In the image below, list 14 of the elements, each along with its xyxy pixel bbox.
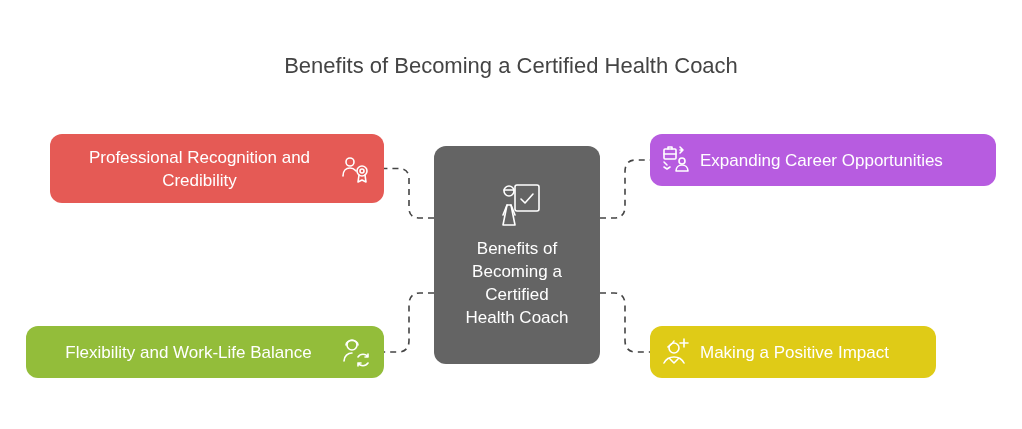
- benefit-box: [650, 326, 936, 378]
- benefit-text: Professional Recognition and Credibility: [87, 146, 312, 192]
- benefit-text: Expanding Career Opportunities: [700, 149, 943, 172]
- central-topic-text: Benefits of Becoming a Certified Health Coach: [464, 238, 570, 329]
- benefit-text: Flexibility and Work-Life Balance: [64, 341, 313, 364]
- benefit-box: [50, 134, 384, 203]
- central-topic-box: [434, 146, 600, 364]
- benefit-box: [650, 134, 996, 186]
- diagram-title: Benefits of Becoming a Certified Health Coach: [283, 53, 739, 79]
- benefit-box: [26, 326, 384, 378]
- benefit-text: Making a Positive Impact: [700, 341, 889, 364]
- dashed-connector: [383, 292, 435, 353]
- dashed-connector: [383, 167, 435, 219]
- dashed-connector: [599, 292, 651, 353]
